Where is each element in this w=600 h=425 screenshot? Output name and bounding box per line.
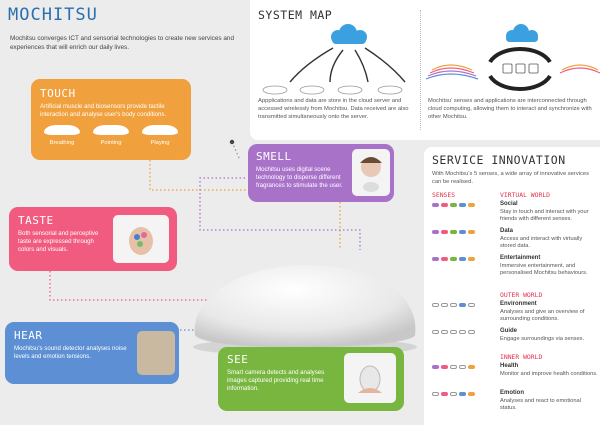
see-text: Smart camera detects and analyses images… — [227, 369, 325, 393]
touch-card: TOUCH Artificial muscle and biosensors p… — [31, 79, 191, 160]
pointing-icon — [93, 125, 129, 136]
service-row-entertainment: Entertainment Immersive entertainment, a… — [432, 255, 594, 276]
senses-icons — [432, 203, 594, 207]
breathing-label: Breathing — [49, 140, 75, 147]
taste-heading: TASTE — [18, 214, 54, 227]
see-heading: SEE — [227, 353, 249, 366]
taste-text: Both sensorial and perceptive taste are … — [18, 230, 99, 254]
smell-heading: SMELL — [256, 150, 292, 163]
playing-label: Playing — [150, 140, 170, 147]
service-name: Entertainment — [500, 255, 541, 261]
playing-icon — [142, 125, 178, 136]
service-desc: Monitor and improve health conditions. — [500, 371, 598, 377]
service-intro: With Mochitsu's 5 senses, a wide array o… — [432, 171, 590, 185]
service-name: Guide — [500, 328, 518, 334]
playing-item: Playing — [138, 125, 182, 146]
pointing-label: Pointing — [100, 140, 122, 147]
taste-card: TASTE Both sensorial and perceptive tast… — [9, 207, 177, 271]
service-name: Health — [500, 363, 519, 369]
senses-icons — [432, 257, 594, 261]
smell-text: Mochitsu uses digital scene technology t… — [256, 166, 343, 190]
page-title: MOCHITSU — [8, 5, 98, 25]
outer-world-label: OUTER WORLD — [500, 291, 543, 299]
service-name: Emotion — [500, 390, 524, 396]
service-row-social: Social Stay in touch and interact with y… — [432, 201, 594, 222]
pointing-item: Pointing — [89, 125, 133, 146]
service-row-emotion: Emotion Analyses and react to emotional … — [432, 390, 594, 411]
touch-heading: TOUCH — [40, 87, 76, 100]
system-map-panel: SYSTEM MAP Appplications and data are st… — [250, 0, 600, 140]
see-card: SEE Smart camera detects and analyses im… — [218, 347, 404, 411]
taste-photo — [113, 215, 169, 263]
cloud-icon — [506, 24, 538, 42]
system-map-divider — [420, 10, 421, 130]
system-map-heading: SYSTEM MAP — [258, 8, 333, 22]
service-desc: Immersive entertainment, and personalise… — [500, 263, 588, 277]
touch-text: Artificial muscle and biosensors provide… — [40, 103, 167, 119]
senses-icons — [432, 365, 594, 369]
senses-label: SENSES — [432, 191, 456, 199]
inner-world-label: INNER WORLD — [500, 353, 543, 361]
service-row-environment: Environment Analyses and give an overvie… — [432, 301, 594, 322]
hear-card: HEAR Mochitsu's sound detector analyses … — [5, 322, 179, 384]
service-desc: Engage surroundings via senses. — [500, 336, 585, 342]
service-row-health: Health Monitor and improve health condit… — [432, 363, 598, 377]
senses-icons — [432, 392, 594, 396]
service-row-guide: Guide Engage surroundings via senses. — [432, 328, 594, 342]
mochitsu-device — [193, 265, 417, 356]
service-desc: Stay in touch and interact with your fri… — [500, 209, 589, 223]
system-map-left-text: Appplications and data are store in the … — [258, 98, 409, 120]
service-name: Environment — [500, 301, 537, 307]
service-name: Data — [500, 228, 514, 234]
system-map-right-text: Mochitsu' senses and applications are in… — [428, 98, 592, 120]
senses-icons — [432, 230, 594, 234]
service-heading: SERVICE INNOVATION — [432, 153, 566, 167]
breathing-item: Breathing — [40, 125, 84, 146]
senses-icons — [432, 330, 594, 334]
service-name: Social — [500, 201, 518, 207]
hear-heading: HEAR — [14, 329, 43, 342]
hear-photo — [137, 331, 175, 375]
system-map-diagram — [262, 24, 600, 95]
service-row-data: Data Access and interact with virtually … — [432, 228, 594, 249]
service-innovation-panel: SERVICE INNOVATION With Mochitsu's 5 sen… — [424, 147, 600, 425]
service-desc: Access and interact with virtually store… — [500, 236, 583, 250]
service-desc: Analyses and give an overview of surroun… — [500, 309, 585, 323]
senses-icons — [432, 303, 594, 307]
cloud-icon — [331, 24, 367, 44]
hear-text: Mochitsu's sound detector analyses noise… — [14, 345, 127, 361]
intro-text: Mochitsu converges ICT and sensorial tec… — [10, 35, 235, 51]
smell-card: SMELL Mochitsu uses digital scene techno… — [248, 144, 394, 202]
see-photo — [344, 353, 396, 403]
service-desc: Analyses and react to emotional status. — [500, 398, 581, 412]
smell-photo — [352, 149, 390, 196]
virtual-world-label: VIRTUAL WORLD — [500, 191, 551, 199]
breathing-icon — [44, 125, 80, 136]
